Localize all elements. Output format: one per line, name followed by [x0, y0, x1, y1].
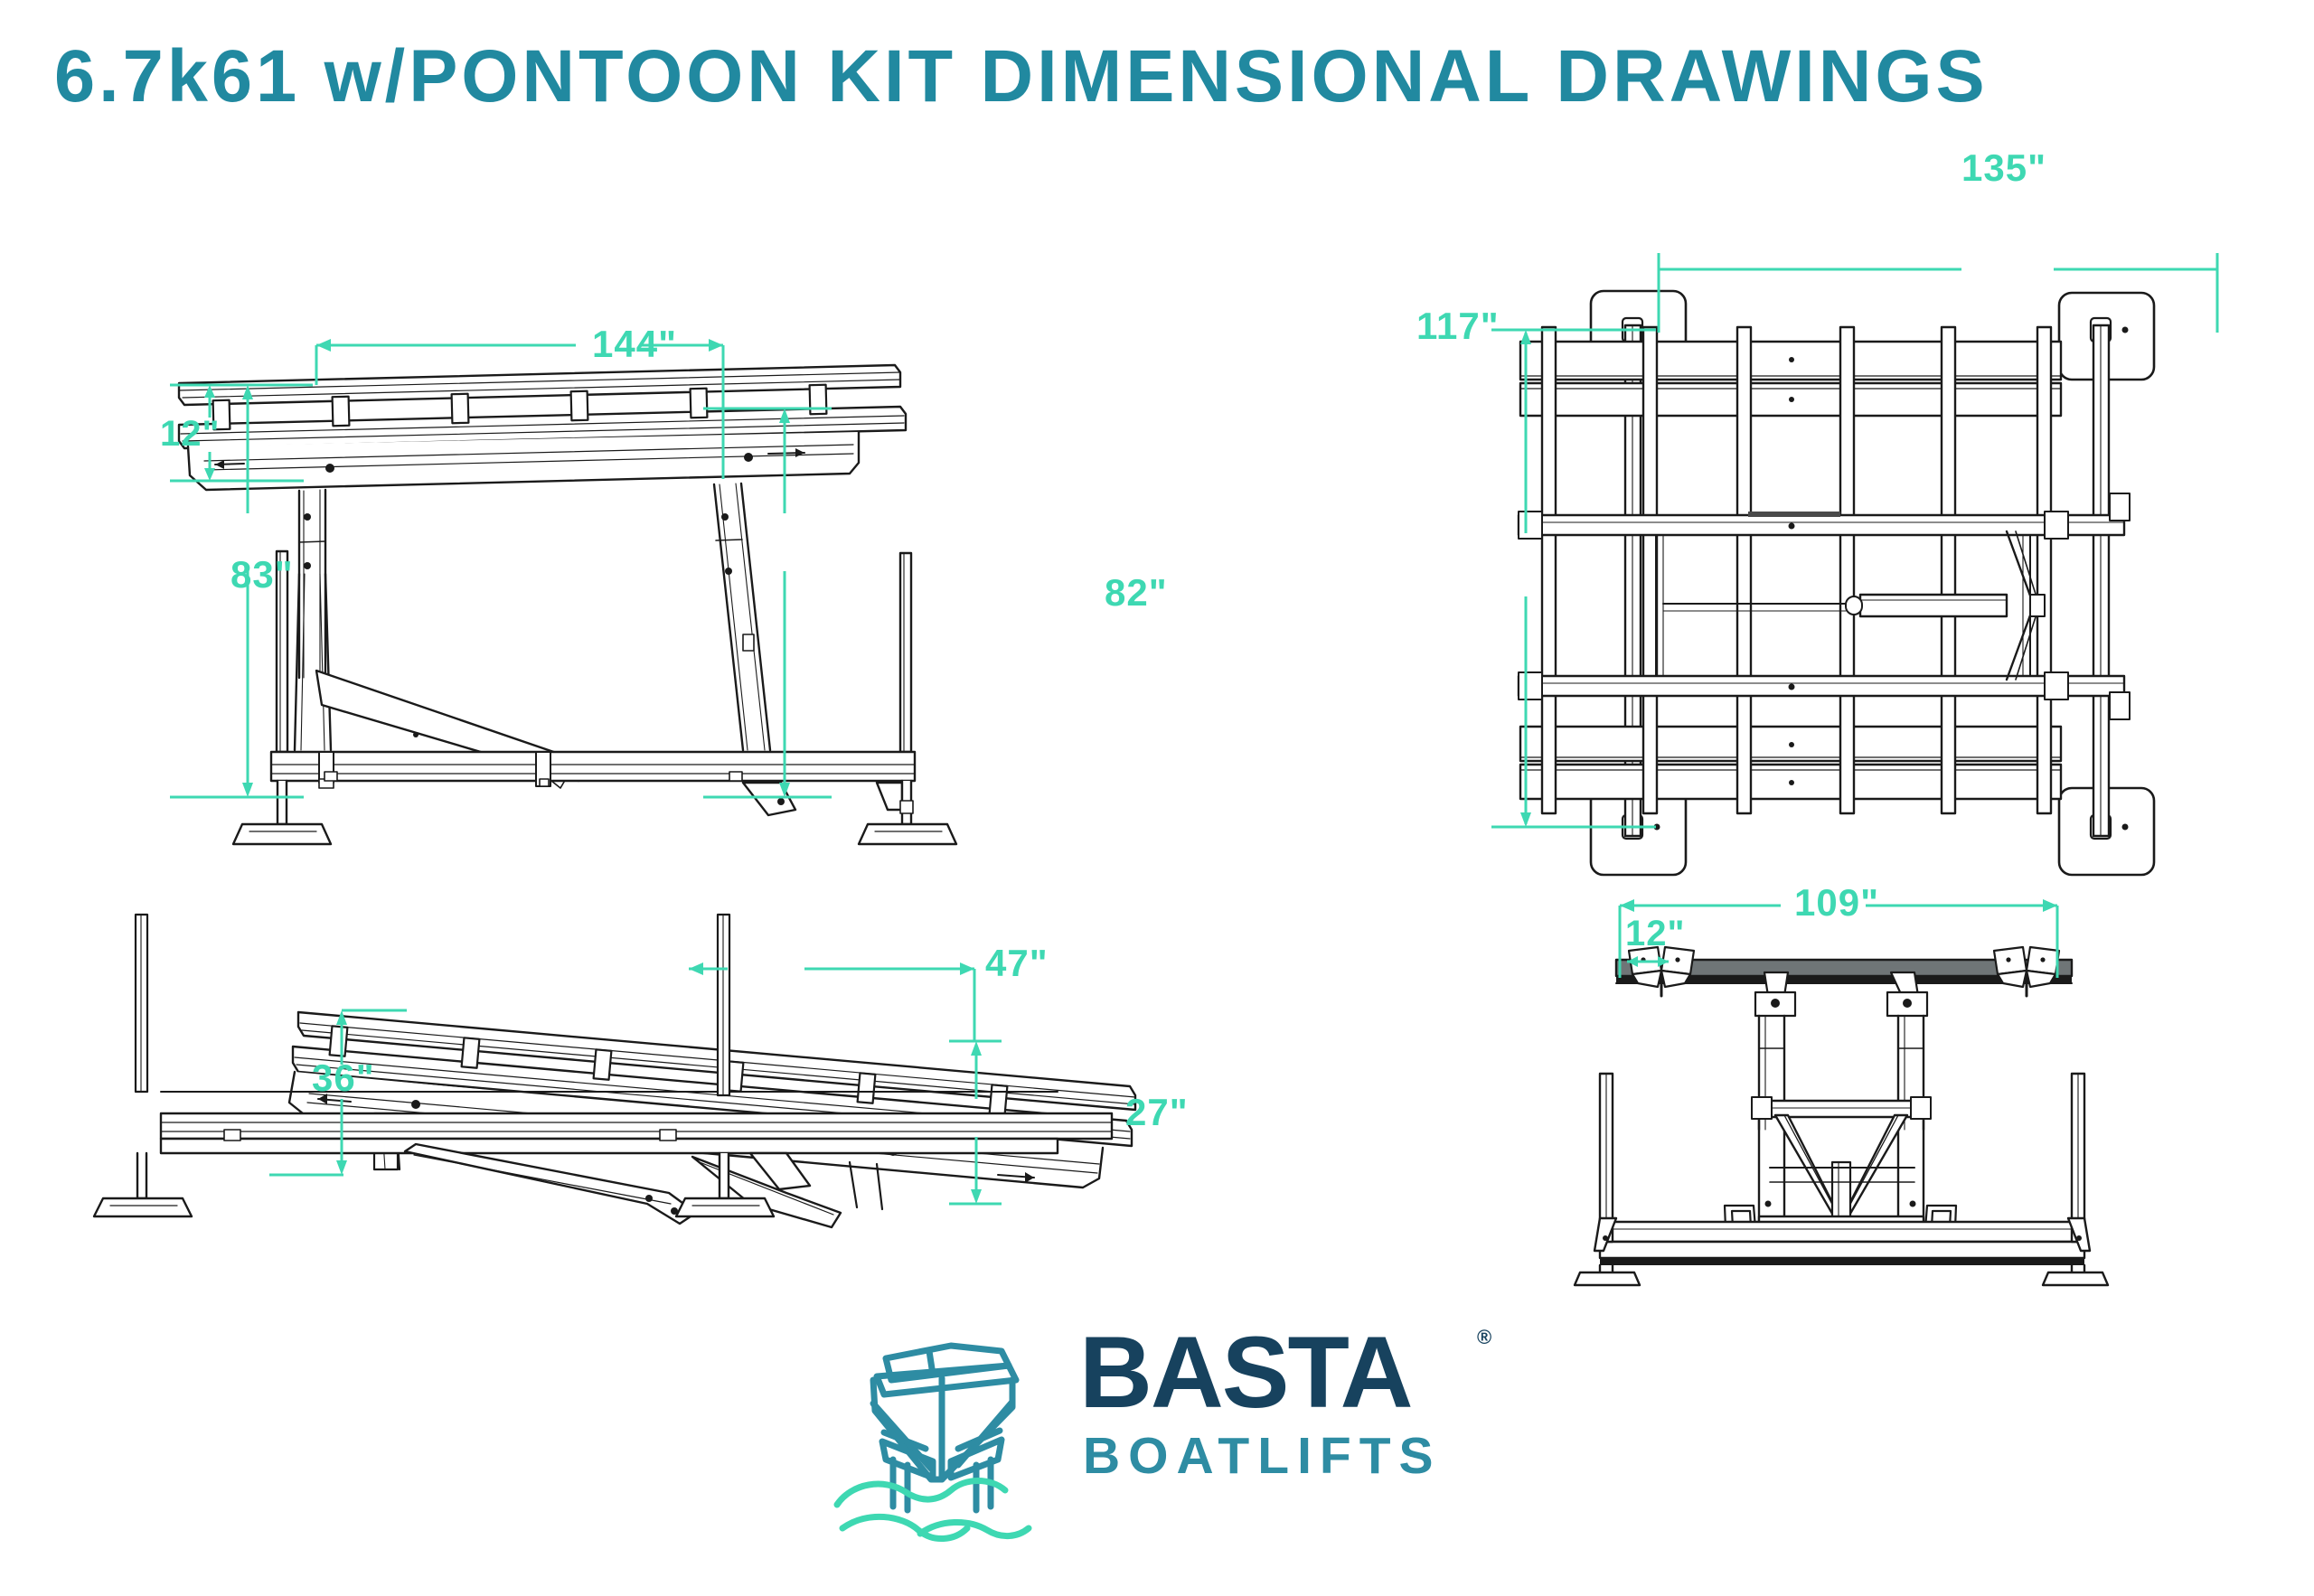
dimension-label-82: 82": [1105, 571, 1168, 614]
logo-subword: BOATLIFTS: [1083, 1427, 1442, 1485]
drawing-side-elevation-raised: [136, 316, 1220, 846]
logo-wordmark: BASTA: [1079, 1316, 1413, 1429]
drawing-side-elevation-lowered: [92, 913, 1175, 1247]
dimension-label-135: 135": [1961, 146, 2046, 189]
drawing-front-elevation: [1564, 940, 2124, 1287]
basta-boatlifts-logo: BASTA ® BOATLIFTS: [832, 1315, 1491, 1550]
dimension-label-109: 109": [1794, 881, 1879, 924]
dimension-label-36: 36": [312, 1056, 375, 1099]
dimension-label-47: 47": [985, 942, 1049, 984]
drawing-plan-view: [1491, 289, 2233, 877]
dimension-label-83: 83": [230, 553, 294, 596]
registered-trademark-icon: ®: [1477, 1326, 1492, 1348]
dimension-label-144: 144": [592, 323, 677, 365]
boat-and-waves-icon: [833, 1342, 1032, 1543]
dimension-label-27: 27": [1125, 1091, 1189, 1133]
dimension-label-12-front: 12": [1625, 914, 1686, 953]
dimension-label-12-side: 12": [160, 414, 221, 454]
dimension-label-117: 117": [1416, 305, 1500, 347]
page-title: 6.7k61 w/PONTOON KIT DIMENSIONAL DRAWING…: [54, 35, 1989, 117]
